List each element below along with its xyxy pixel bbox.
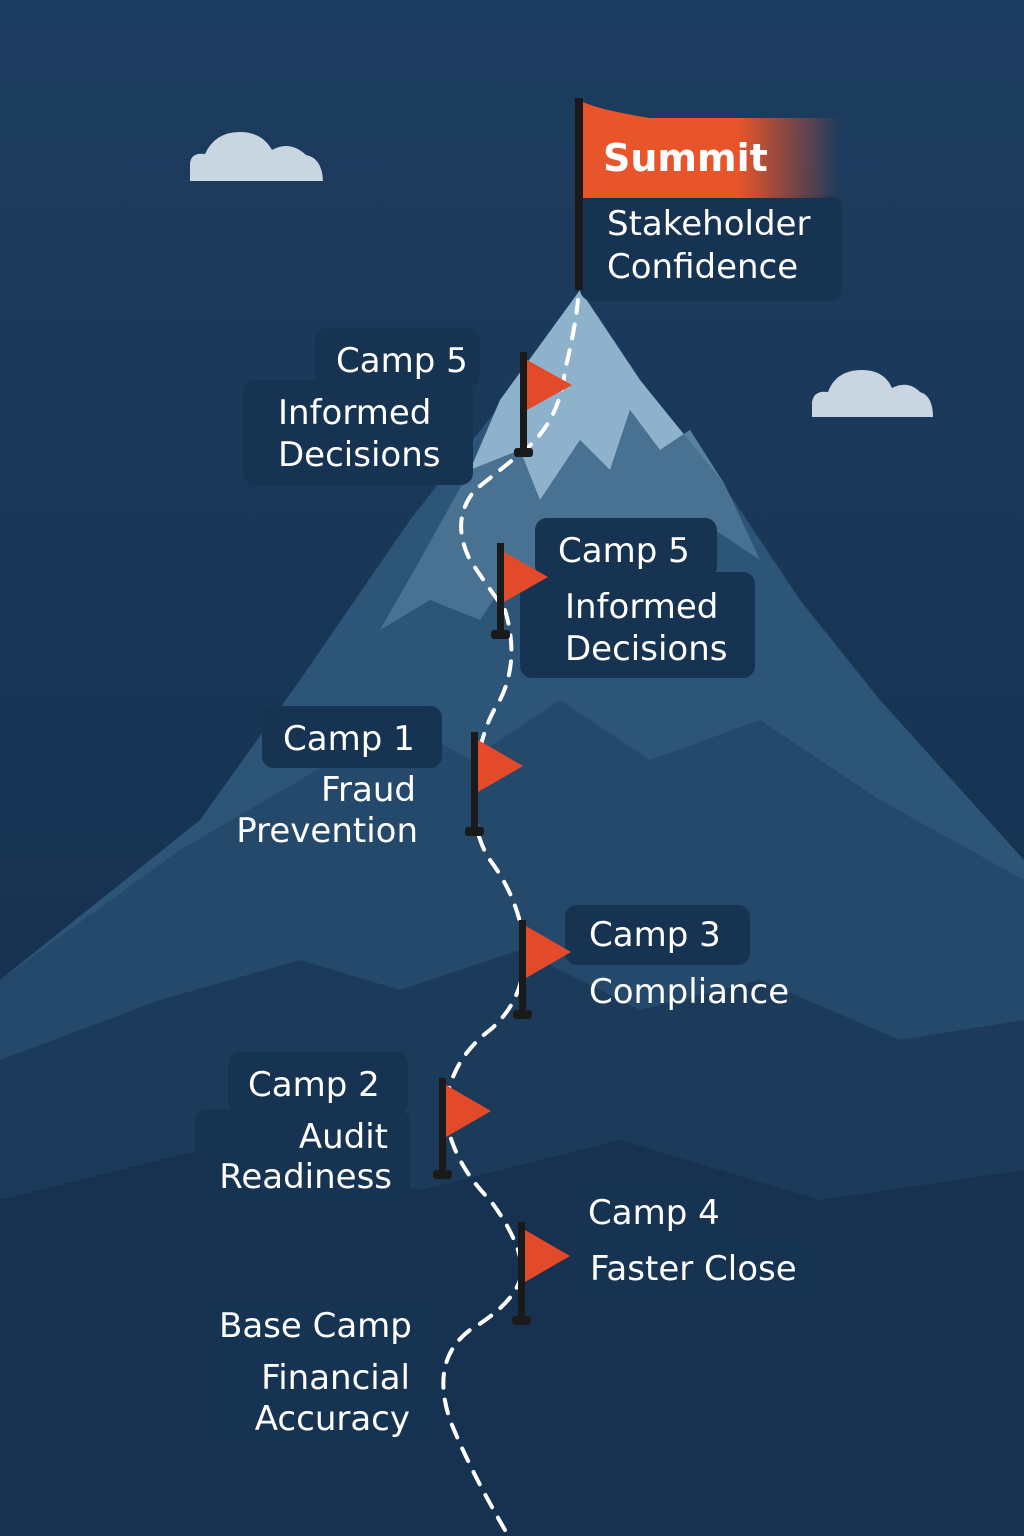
flag-icon bbox=[433, 1078, 491, 1179]
camp-box bbox=[243, 380, 473, 485]
summit-flag-icon bbox=[575, 98, 840, 290]
camp-benefit-line1: Fraud bbox=[320, 770, 416, 810]
camp-name: Camp 1 bbox=[283, 719, 415, 759]
camp-benefit-line1: Informed bbox=[278, 393, 432, 433]
flag-icon bbox=[514, 352, 572, 457]
camp-box bbox=[228, 1052, 408, 1114]
camp-name: Camp 4 bbox=[588, 1193, 720, 1233]
camp-name: Base Camp bbox=[219, 1306, 412, 1346]
camp-box bbox=[262, 706, 442, 768]
camp-benefit-line2: Prevention bbox=[236, 811, 418, 851]
flag-icon bbox=[512, 1222, 570, 1325]
camp-benefit-line1: Compliance bbox=[589, 972, 790, 1012]
summit-line2: Confidence bbox=[607, 247, 799, 287]
summit-line1: Stakeholder bbox=[607, 204, 811, 244]
camp-benefit-line2: Accuracy bbox=[254, 1399, 410, 1439]
flag-icon bbox=[491, 543, 548, 639]
camp-benefit-line1: Faster Close bbox=[590, 1249, 797, 1289]
summit-title: Summit bbox=[603, 136, 768, 180]
cloud-icon bbox=[812, 370, 933, 417]
camp-box bbox=[565, 905, 750, 965]
cloud-icon bbox=[190, 132, 323, 181]
camp-benefit-line1: Financial bbox=[261, 1358, 410, 1398]
camp-benefit-line2: Readiness bbox=[219, 1157, 392, 1197]
camp-name: Camp 2 bbox=[248, 1065, 380, 1105]
camp-name: Camp 3 bbox=[589, 915, 721, 955]
camp-box bbox=[195, 1298, 440, 1446]
flag-icon bbox=[465, 732, 523, 836]
camp-box bbox=[563, 1182, 748, 1242]
camp-benefit-line2: Decisions bbox=[278, 435, 441, 475]
flag-icon bbox=[513, 920, 571, 1019]
camp-name: Camp 5 bbox=[336, 341, 468, 381]
trail-path bbox=[441, 298, 580, 1532]
camp-name: Camp 5 bbox=[558, 531, 690, 571]
snow-cap bbox=[470, 290, 725, 500]
camp-benefit-line2: Decisions bbox=[565, 629, 728, 669]
camp-box bbox=[535, 518, 717, 578]
camp-benefit-line1: Informed bbox=[565, 587, 719, 627]
camp-benefit-line1: Audit bbox=[298, 1117, 388, 1157]
